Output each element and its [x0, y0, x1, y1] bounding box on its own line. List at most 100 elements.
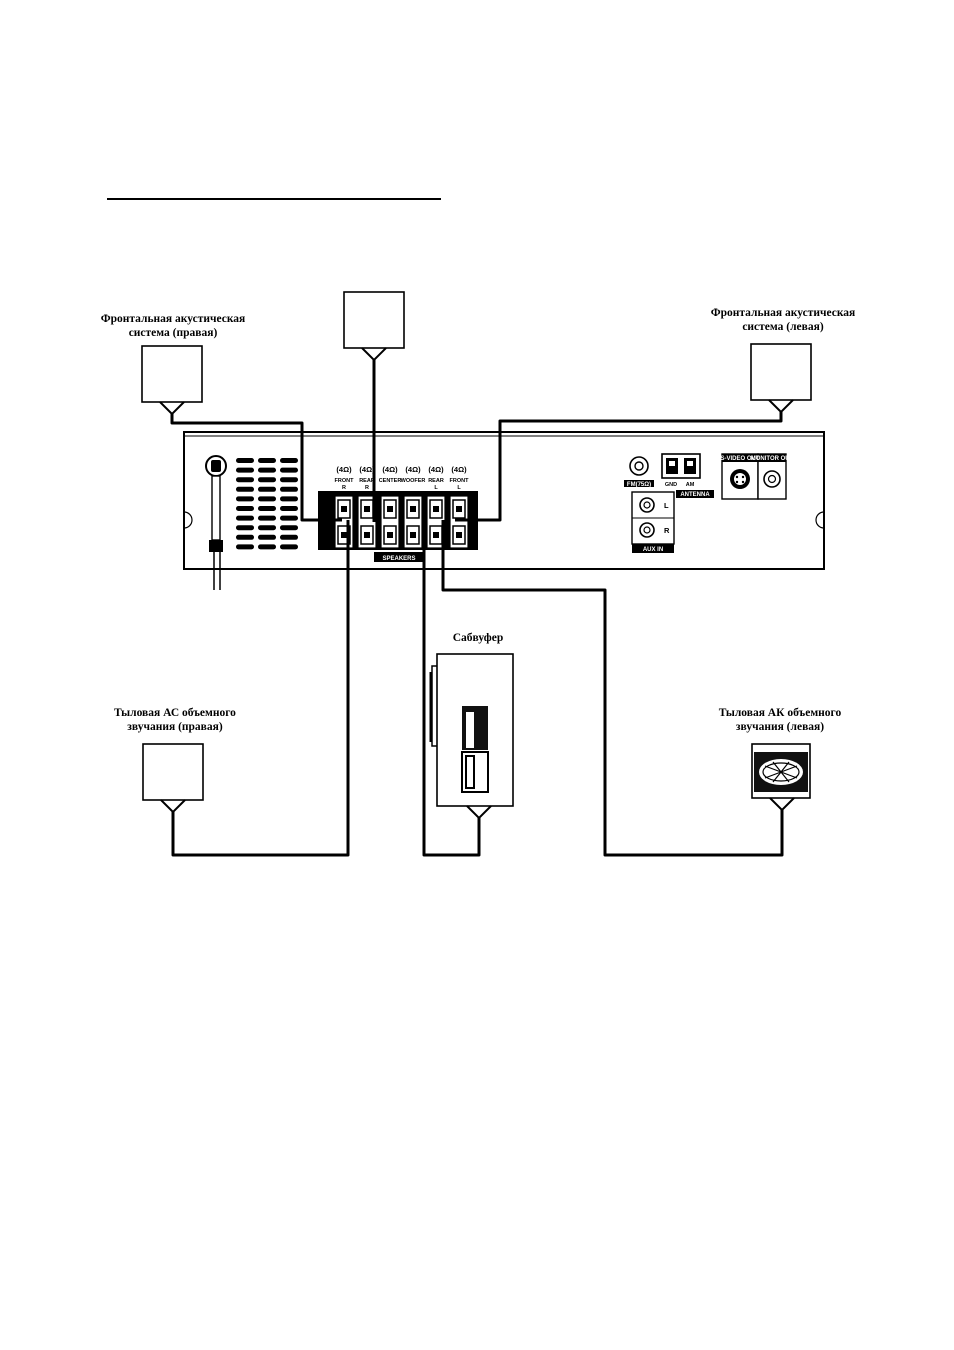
vent-slot — [236, 544, 254, 550]
rear-left-label-line2: звучания (левая) — [736, 721, 824, 733]
terminal-hole — [341, 506, 347, 512]
plus-sign-right: ⊕ — [467, 505, 473, 514]
wire-rear-left — [441, 520, 784, 857]
terminal-side-label: R — [342, 485, 346, 491]
speaker-terminal-block: (4Ω)FRONTR(4Ω)REARR(4Ω)CENTER(4Ω)WOOFER(… — [318, 465, 478, 562]
vent-slot — [280, 534, 298, 540]
rear-right-label-line2: звучания (правая) — [127, 721, 223, 733]
wire-subwoofer — [422, 520, 481, 857]
aux-r-label: R — [664, 526, 670, 535]
rear-left-speaker — [751, 743, 811, 812]
antenna-label: ANTENNA — [680, 492, 710, 498]
terminal-hole — [456, 532, 462, 538]
minus-sign: ⊖ — [324, 531, 330, 540]
terminal-impedance-label: (4Ω) — [336, 465, 352, 474]
terminal-hole — [364, 532, 370, 538]
terminal-side-label: L — [434, 485, 438, 491]
center-speaker — [343, 291, 405, 362]
terminal-name-label: FRONT — [450, 478, 470, 484]
terminal-hole — [433, 532, 439, 538]
plus-sign: ⊕ — [324, 505, 330, 514]
vent-slot — [258, 496, 276, 502]
vent-slot — [280, 458, 298, 463]
terminal-name-label: REAR — [359, 478, 375, 484]
vent-slot — [236, 515, 254, 521]
vent-slot — [258, 534, 276, 540]
terminal-name-label: REAR — [428, 478, 444, 484]
aux-in-section: L R AUX IN — [631, 491, 675, 553]
terminal-impedance-label: (4Ω) — [382, 465, 398, 474]
front-left-speaker — [750, 343, 812, 414]
vent-slot — [258, 458, 276, 463]
svideo-out-label: S-VIDEO OUT — [720, 456, 759, 462]
terminal-name-label: CENTER — [379, 478, 402, 484]
vent-slot — [280, 486, 298, 492]
terminal-name-label: WOOFER — [401, 478, 426, 484]
terminal-side-label: L — [457, 485, 461, 491]
vent-slot — [236, 467, 254, 473]
terminal-impedance-label: (4Ω) — [428, 465, 444, 474]
vent-slot — [236, 458, 254, 463]
vent-slot — [258, 467, 276, 473]
front-right-label-line2: система (правая) — [129, 327, 218, 339]
am-label: AM — [686, 482, 695, 488]
antenna-section: FM(75Ω) GND AM ANTENNA — [624, 453, 714, 498]
terminal-hole — [410, 506, 416, 512]
front-left-label-line2: система (левая) — [742, 321, 824, 333]
gnd-label: GND — [665, 482, 677, 488]
terminal-hole — [387, 506, 393, 512]
receiver-back-panel: (4Ω)FRONTR(4Ω)REARR(4Ω)CENTER(4Ω)WOOFER(… — [183, 431, 825, 590]
wire-front-right — [170, 414, 342, 522]
vent-slot — [258, 506, 276, 511]
vent-slot — [280, 477, 298, 483]
wire-rear-right — [171, 520, 350, 857]
terminal-impedance-label: (4Ω) — [405, 465, 421, 474]
vent-slot — [236, 486, 254, 492]
rear-left-label-line1: Тыловая АК объемного — [719, 707, 842, 719]
terminal-hole — [433, 506, 439, 512]
aux-in-label: AUX IN — [643, 547, 663, 553]
aux-l-label: L — [664, 501, 669, 510]
vent-slot — [258, 544, 276, 550]
subwoofer — [429, 653, 514, 820]
rear-right-label-line1: Тыловая АС объемного — [114, 707, 236, 719]
terminal-hole — [410, 532, 416, 538]
video-output-section: S-VIDEO OUT MONITOR OUT — [720, 453, 794, 500]
fm-label: FM(75Ω) — [627, 482, 651, 488]
terminal-hole — [364, 506, 370, 512]
vent-slot — [258, 486, 276, 492]
vent-slot — [280, 496, 298, 502]
front-right-speaker — [141, 345, 203, 416]
vent-slot — [280, 506, 298, 511]
front-right-label-line1: Фронтальная акустическая — [101, 313, 246, 325]
front-left-label-line1: Фронтальная акустическая — [711, 307, 856, 319]
vent-slot — [258, 477, 276, 483]
minus-sign-right: ⊖ — [467, 531, 473, 540]
terminal-impedance-label: (4Ω) — [451, 465, 467, 474]
speakers-label: SPEAKERS — [382, 556, 415, 562]
vent-slot — [236, 477, 254, 483]
terminal-side-label: R — [365, 485, 369, 491]
vent-slot — [258, 525, 276, 531]
power-cord — [205, 455, 227, 590]
vent-slot — [236, 506, 254, 511]
terminal-hole — [387, 532, 393, 538]
monitor-out-label: MONITOR OUT — [751, 456, 794, 462]
speaker-wires — [170, 360, 784, 857]
vent-slot — [236, 496, 254, 502]
vent-slot — [280, 467, 298, 473]
terminal-hole — [341, 532, 347, 538]
ventilation-grille — [236, 458, 298, 550]
vent-slot — [236, 525, 254, 531]
wire-front-left — [455, 412, 783, 522]
vent-slot — [236, 534, 254, 540]
vent-slot — [280, 544, 298, 550]
terminal-hole — [456, 506, 462, 512]
terminal-name-label: FRONT — [335, 478, 355, 484]
subwoofer-label: Сабвуфер — [453, 632, 504, 644]
vent-slot — [258, 515, 276, 521]
rear-right-speaker — [142, 743, 204, 814]
terminal-impedance-label: (4Ω) — [359, 465, 375, 474]
vent-slot — [280, 525, 298, 531]
